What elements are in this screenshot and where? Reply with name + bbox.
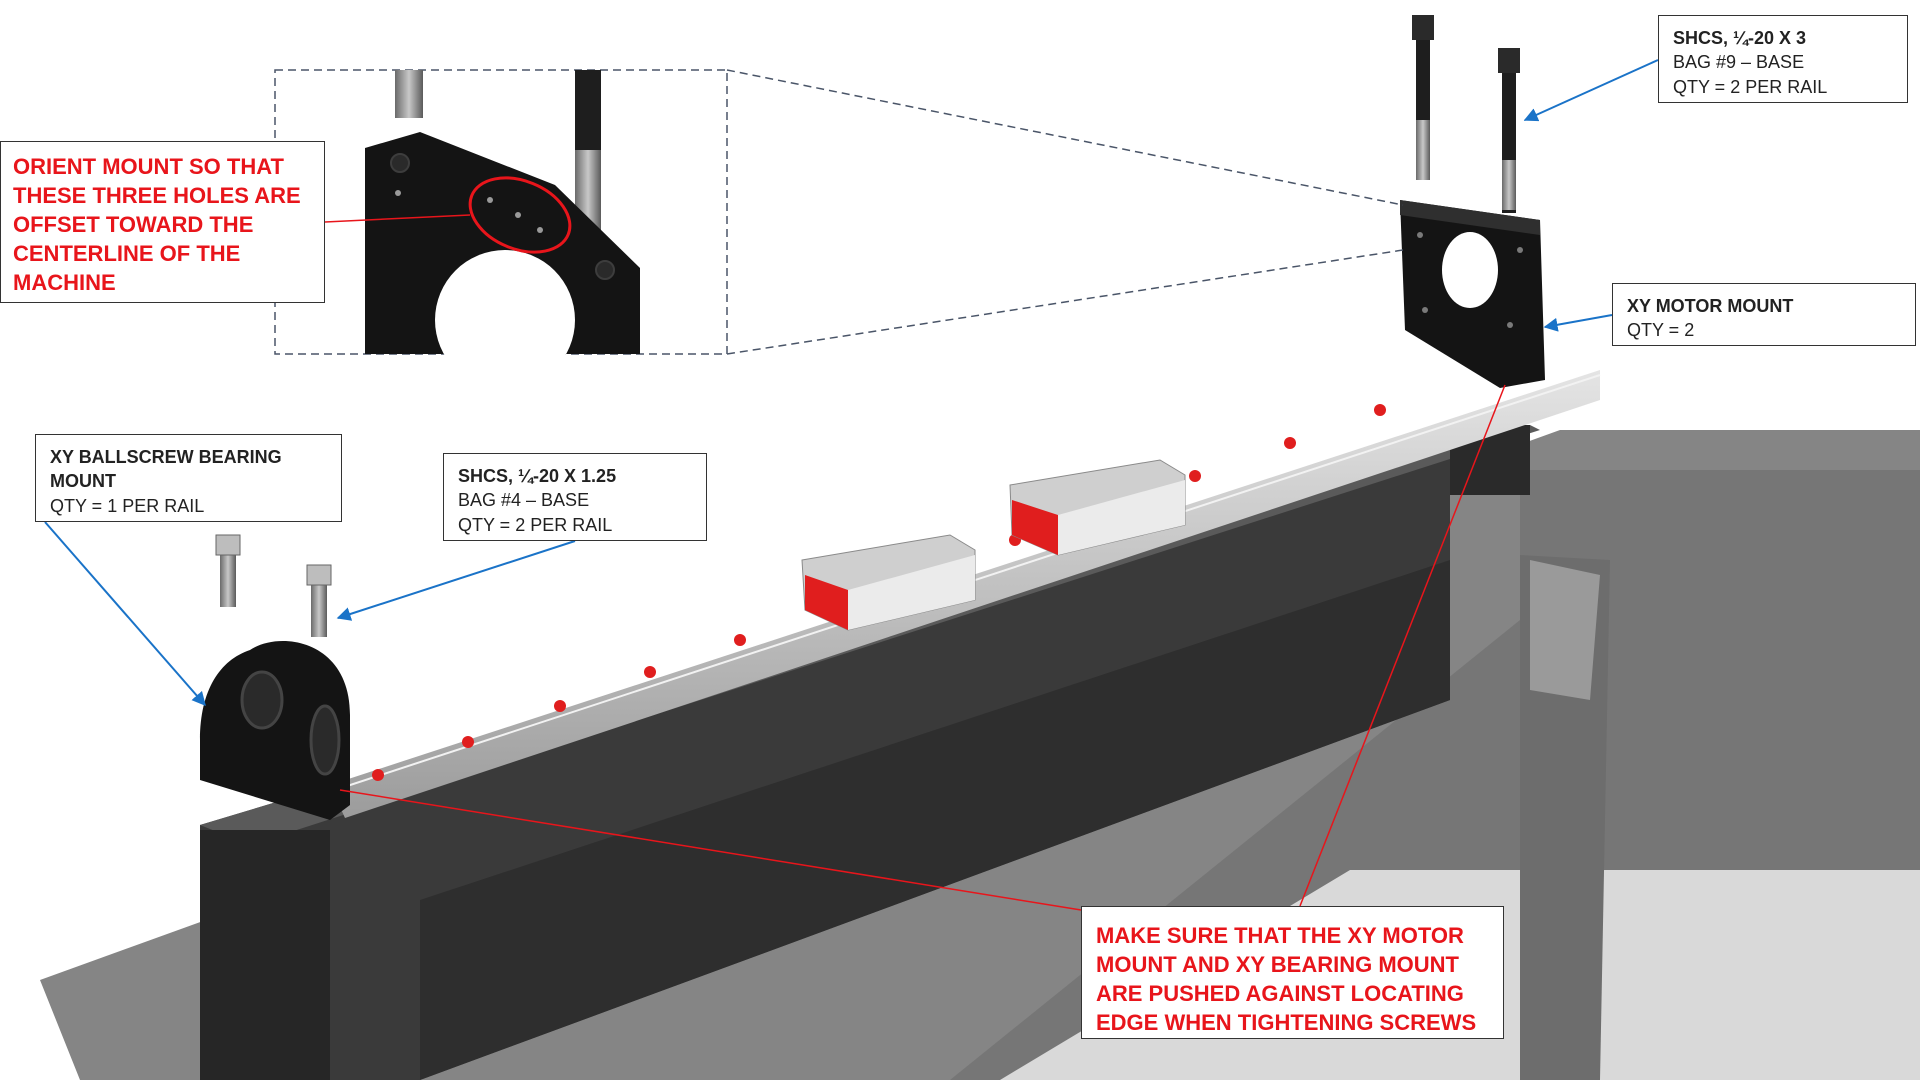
callout-heading: SHCS, ¼-20 X 3 bbox=[1673, 28, 1807, 48]
xy-ballscrew-bearing-mount bbox=[200, 641, 350, 820]
callout-line: CENTERLINE OF THE bbox=[13, 241, 241, 267]
xy-motor-mount bbox=[1400, 200, 1545, 388]
callout-line: QTY = 2 bbox=[1627, 320, 1695, 341]
shcs-1-25-bolt bbox=[215, 534, 241, 607]
shcs-3-callout: SHCS, ¼-20 X 3 BAG #9 – BASE QTY = 2 PER… bbox=[1658, 15, 1908, 103]
make-sure-callout: MAKE SURE THAT THE XY MOTOR MOUNT AND XY… bbox=[1081, 906, 1504, 1039]
callout-line: QTY = 2 PER RAIL bbox=[1673, 76, 1828, 97]
callout-line: ORIENT MOUNT SO THAT bbox=[13, 154, 284, 179]
callout-line: ARE PUSHED AGAINST LOCATING bbox=[1096, 981, 1464, 1007]
shcs-1-25-callout: SHCS, ¼-20 X 1.25 BAG #4 – BASE QTY = 2 … bbox=[443, 453, 707, 541]
callout-line: EDGE WHEN TIGHTENING SCREWS bbox=[1096, 1010, 1477, 1036]
callout-line: MACHINE bbox=[13, 270, 116, 296]
callout-heading: XY MOTOR MOUNT bbox=[1627, 296, 1794, 316]
callout-line: BAG #4 – BASE bbox=[458, 490, 590, 511]
motor-mount-callout: XY MOTOR MOUNT QTY = 2 bbox=[1612, 283, 1916, 346]
callout-line: QTY = 2 PER RAIL bbox=[458, 514, 613, 535]
orient-mount-callout: ORIENT MOUNT SO THAT THESE THREE HOLES A… bbox=[0, 141, 325, 303]
shcs-1-25-bolt bbox=[306, 564, 332, 637]
rail-carriage bbox=[1009, 459, 1186, 556]
callout-line: QTY = 1 PER RAIL bbox=[50, 495, 205, 516]
callout-heading: XY BALLSCREW BEARING bbox=[50, 447, 282, 467]
detail-inset bbox=[274, 69, 1404, 390]
callout-line: BAG #9 – BASE bbox=[1673, 52, 1805, 73]
bearing-mount-callout: XY BALLSCREW BEARING MOUNT QTY = 1 PER R… bbox=[35, 434, 342, 522]
callout-line: MAKE SURE THAT THE XY MOTOR bbox=[1096, 923, 1464, 948]
callout-line: OFFSET TOWARD THE bbox=[13, 212, 254, 238]
callout-line: MOUNT AND XY BEARING MOUNT bbox=[1096, 952, 1459, 978]
callout-line: THESE THREE HOLES ARE bbox=[13, 183, 301, 209]
callout-heading: MOUNT bbox=[50, 471, 116, 492]
shcs-3-bolt bbox=[1412, 15, 1434, 180]
leader-lines bbox=[44, 59, 1659, 911]
shcs-3-bolt bbox=[1498, 48, 1520, 213]
rail-carriage bbox=[801, 534, 976, 631]
callout-heading: SHCS, ¼-20 X 1.25 bbox=[458, 466, 617, 486]
